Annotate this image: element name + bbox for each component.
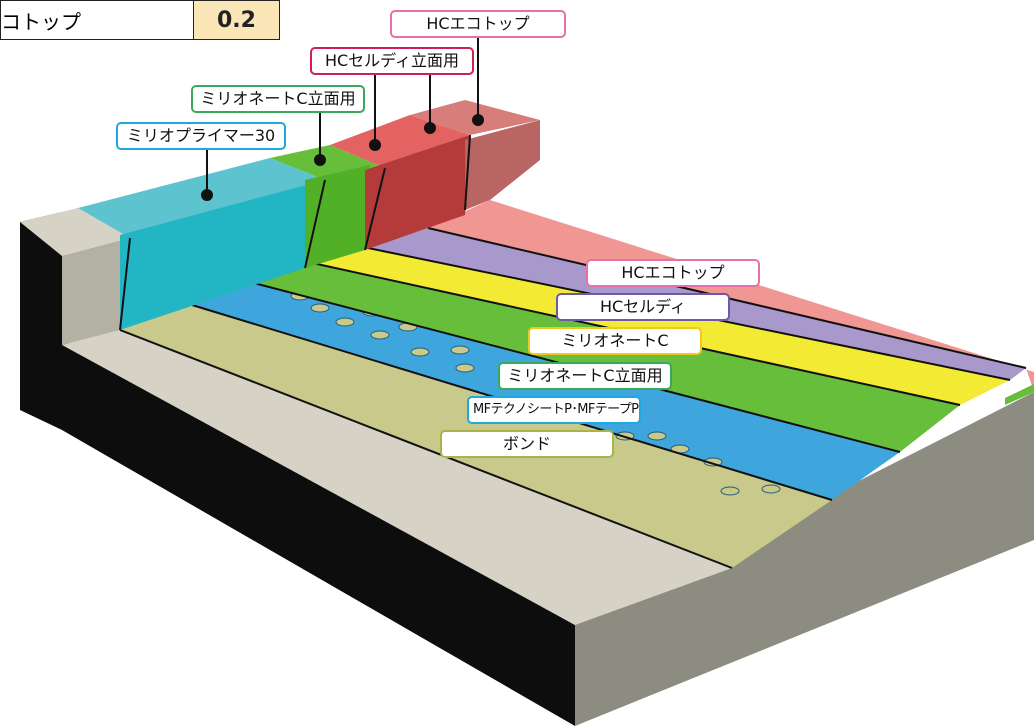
spec-name: コトップ [0,0,194,40]
slab-concrete-top [62,330,732,625]
primer-face [120,180,325,330]
spec-value: 0.2 [192,0,281,40]
wall-dividers [119,134,471,331]
label-hc-seldy-wall: HCセルディ立面用 [310,47,474,75]
ecotop-wall-face [465,120,540,210]
label-hc-ecotop-wall: HCエコトップ [390,10,566,38]
milionet-c-wall-floor-layer [250,262,960,452]
slab-front-face [62,340,575,726]
leader-lines [201,38,484,201]
label-hc-ecotop: HCエコトップ [586,259,760,287]
edge-bands [1005,384,1034,405]
seldy-wall-face [365,135,470,250]
parapet-left-dark [20,212,62,430]
milionet-c-layer [308,248,1010,405]
mf-sheet-layer [192,282,900,500]
primer-top [78,158,325,238]
label-hc-seldy: HCセルディ [556,293,730,321]
label-mf-sheet: MFテクノシートP･MFテープPM [467,396,641,424]
spec-table: コトップ 0.2 [0,0,281,40]
slab-right-face [575,392,1034,726]
green-wall-face [305,165,370,268]
label-milionet-c: ミリオネートC [528,327,702,355]
label-milionet-c-wall-top: ミリオネートC立面用 [191,85,365,113]
label-bond: ボンド [440,430,614,458]
label-milionet-c-wall: ミリオネートC立面用 [498,362,672,390]
hc-ecotop-layer [428,200,1034,392]
parapet-top [20,208,130,256]
label-milio-primer: ミリオプライマー30 [116,122,286,150]
